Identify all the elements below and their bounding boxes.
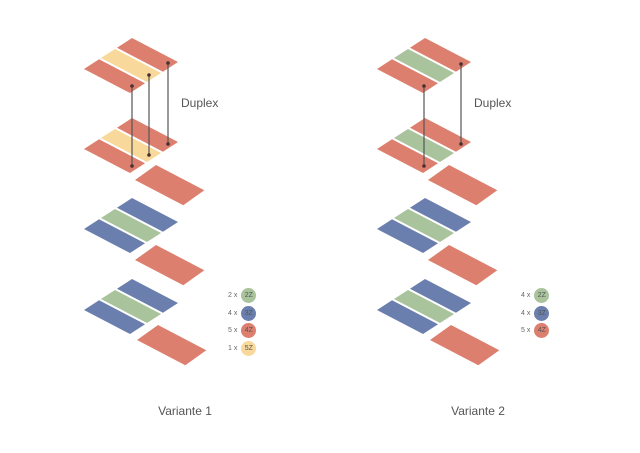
variant-1-single-plate-1 [135, 165, 205, 206]
variant-1-floor-3-stripe-blue [116, 198, 178, 232]
legend-count: 5 x [228, 327, 238, 335]
variant-2-floor-3-stripe-blue [409, 198, 471, 232]
variant-1-single-plate-2 [135, 245, 205, 286]
variant-2-floor-4-stripe-green [393, 289, 455, 324]
variant-1-floor-4-stripe-blue [84, 300, 146, 334]
variant-1-title: Variante 1 [158, 404, 212, 418]
connection-dot [166, 61, 170, 65]
variant-2-floor-4-stripe-blue [409, 279, 471, 313]
legend-count: 5 x [521, 327, 531, 335]
variant-2-floor-1-stripe-red [377, 59, 439, 93]
variant-1-floor-1-stripe-red [84, 59, 146, 93]
duplex-label-variant-2: Duplex [474, 96, 512, 110]
legend-badge-red: 4Z [241, 323, 257, 339]
legend-count: 2 x [228, 292, 238, 299]
variant-1-floor-4-stripe-blue [116, 279, 178, 313]
connection-dot [130, 84, 134, 88]
connection-dot [459, 142, 463, 146]
connection-dot [166, 142, 170, 146]
variant-2-title: Variante 2 [451, 404, 505, 418]
variant-1-floor-1-stripe-yellow [100, 48, 162, 83]
legend-count: 4 x [521, 292, 531, 299]
variant-1-floor-1-stripe-red [116, 38, 178, 72]
variant-2-floor-1-stripe-red [409, 38, 471, 72]
legend-badge-green: 2Z [534, 288, 550, 303]
connection-dot [422, 164, 426, 168]
legend-count: 4 x [521, 309, 531, 317]
variant-2-floor-3-stripe-green [393, 208, 455, 243]
variant-1-floor-3-stripe-blue [84, 219, 146, 253]
variant-2-floor-4-stripe-blue [377, 300, 439, 334]
variant-2-floor-2-stripe-red [377, 139, 439, 173]
legend-badge-red: 4Z [534, 323, 550, 339]
variant-1-floor-4-stripe-green [100, 289, 162, 324]
variant-1-floor-2-stripe-red [84, 139, 146, 173]
variant-1-floor-2-stripe-yellow [100, 128, 162, 163]
variant-1-floor-3-stripe-green [100, 208, 162, 243]
duplex-label-variant-1: Duplex [181, 96, 219, 110]
variant-2-floor-1-stripe-green [393, 48, 455, 83]
variant-2-single-plate-1 [428, 165, 498, 206]
variant-2-single-plate-3 [430, 325, 500, 366]
variant-2-floor-3-stripe-blue [377, 219, 439, 253]
connection-dot [130, 164, 134, 168]
legend-badge-yellow: 5Z [241, 341, 257, 357]
connection-dot [422, 84, 426, 88]
legend-count: 4 x [228, 309, 238, 317]
connection-dot [459, 62, 463, 66]
variant-2-floor-2-stripe-red [409, 118, 471, 152]
legend-count: 1 x [228, 345, 238, 353]
legend-badge-green: 2Z [241, 288, 257, 303]
legend-badge-blue: 3Z [534, 305, 550, 321]
variant-1-single-plate-3 [137, 325, 207, 366]
connection-dot [147, 153, 151, 157]
connection-dot [147, 73, 151, 77]
variant-2-single-plate-2 [428, 245, 498, 286]
legend-badge-blue: 3Z [241, 305, 257, 321]
